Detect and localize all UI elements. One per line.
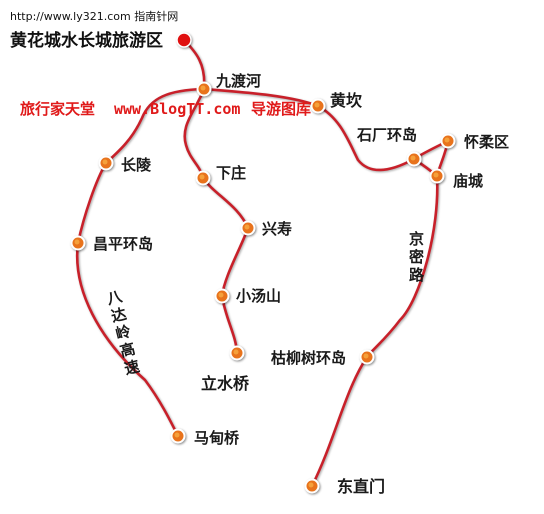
- route-jingmi-road: [310, 174, 439, 488]
- label-xiaotangshan: 小汤山: [236, 287, 281, 305]
- destination-marker[interactable]: [176, 32, 192, 48]
- stop-majuqiao[interactable]: [170, 428, 186, 444]
- stop-xiazhuang[interactable]: [195, 170, 211, 186]
- stop-huangkan[interactable]: [310, 98, 326, 114]
- label-changling: 长陵: [121, 156, 152, 174]
- label-lishuiqiao: 立水桥: [201, 374, 250, 393]
- destination-label: 黄花城水长城旅游区: [10, 30, 163, 51]
- stop-shichang-roundabout[interactable]: [406, 151, 422, 167]
- stop-miaocheng[interactable]: [429, 168, 445, 184]
- label-xingshou: 兴寿: [262, 220, 292, 238]
- watermark-text: http://www.ly321.com 指南针网: [10, 9, 178, 23]
- site-banner: 旅行家天堂 www.BlogTT.com 导游图库: [20, 100, 311, 118]
- stop-xiaotangshan[interactable]: [214, 288, 230, 304]
- label-miaocheng: 庙城: [453, 172, 483, 190]
- stop-changping-roundabout[interactable]: [70, 235, 86, 251]
- stop-changling[interactable]: [98, 155, 114, 171]
- route-badaling-expressway: [75, 87, 206, 438]
- label-majuqiao: 马甸桥: [194, 429, 240, 447]
- label-xiazhuang: 下庄: [216, 164, 246, 182]
- label-changping-roundabout: 昌平环岛: [93, 235, 153, 253]
- route-destination-jiuduhe: [182, 38, 206, 91]
- banner-site-link[interactable]: www.BlogTT.com: [114, 100, 240, 118]
- route-huangkan-line: [202, 87, 416, 172]
- banner-prefix: 旅行家天堂: [20, 100, 95, 118]
- stop-xingshou[interactable]: [240, 220, 256, 236]
- road-label-jingmi-road: 京密路: [407, 230, 425, 285]
- stop-jiuduhe[interactable]: [196, 81, 212, 97]
- stop-lishuiqiao[interactable]: [229, 345, 245, 361]
- route-xiazhuang-line: [183, 87, 250, 355]
- label-kuliushu-roundabout: 枯柳树环岛: [271, 349, 346, 367]
- stop-markers: [70, 81, 456, 494]
- road-label-badaling-expressway: 八达岭高速: [103, 288, 142, 380]
- stop-huairou[interactable]: [440, 133, 456, 149]
- banner-suffix: 导游图库: [251, 100, 311, 118]
- label-huairou: 怀柔区: [464, 133, 509, 151]
- label-shichang-roundabout: 石厂环岛: [356, 126, 417, 144]
- stop-kuliushu-roundabout[interactable]: [359, 349, 375, 365]
- label-huangkan: 黄坎: [330, 91, 362, 110]
- stop-dongzhimen[interactable]: [304, 478, 320, 494]
- label-jiuduhe: 九渡河: [215, 72, 261, 90]
- label-dongzhimen: 东直门: [337, 477, 385, 496]
